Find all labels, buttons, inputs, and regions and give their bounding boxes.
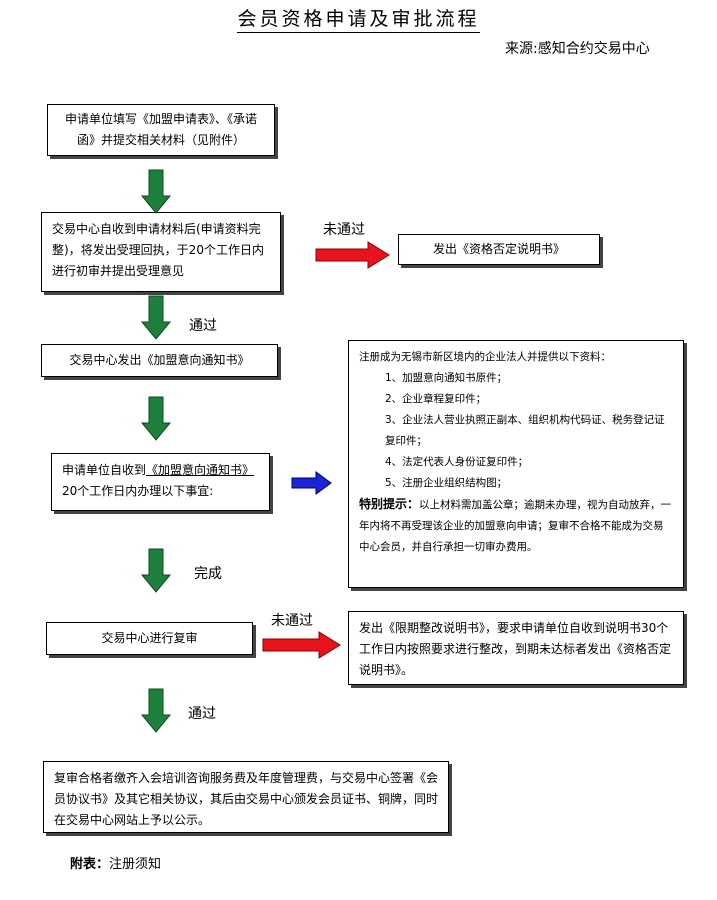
reject-box-1: 发出《资格否定说明书》	[398, 234, 600, 265]
requirement-item: 1、加盟意向通知书原件；	[385, 372, 508, 384]
down-arrow-icon	[140, 396, 172, 441]
fail-label-1: 未通过	[323, 222, 365, 238]
requirements-intro: 注册成为无锡市新区境内的企业法人并提供以下资料：	[359, 351, 611, 363]
right-arrow-icon	[315, 241, 390, 269]
done-label: 完成	[194, 566, 222, 582]
tip-text: 以上材料需加盖公章；逾期未办理，视为自动放弃，一年内将不再受理该企业的加盟意向申…	[359, 499, 672, 553]
footer-note: 附表：注册须知	[70, 853, 161, 872]
step-apply-box: 申请单位填写《加盟申请表》、《承诺函》并提交相关材料（见附件）	[47, 104, 275, 156]
step-initial-review-box: 交易中心自收到申请材料后(申请资料完整)，将发出受理回执，于20个工作日内进行初…	[41, 212, 281, 292]
step-intent-notice-box: 交易中心发出《加盟意向通知书》	[41, 344, 278, 377]
down-arrow-icon	[140, 169, 172, 214]
pass-label-2: 通过	[188, 706, 216, 722]
source-label: 来源:感知合约交易中心	[505, 41, 650, 57]
pass-label-1: 通过	[189, 318, 217, 334]
requirement-item: 4、法定代表人身份证复印件；	[385, 456, 529, 468]
tip-label: 特别提示：	[359, 497, 420, 511]
reject-text-1: 发出《资格否定说明书》	[432, 242, 565, 256]
step-handle-suffix: 20个工作日内办理以下事宜:	[62, 484, 214, 498]
down-arrow-icon	[140, 295, 172, 340]
step-apply-text: 申请单位填写《加盟申请表》、《承诺函》并提交相关材料（见附件）	[64, 112, 257, 147]
step-handle-link: 《加盟意向通知书》	[146, 463, 255, 477]
reject-box-2: 发出《限期整改说明书》，要求申请单位自收到说明书30个工作日内按照要求进行整改，…	[348, 611, 684, 685]
step-final-text: 复审合格者缴齐入会培训咨询服务费及年度管理费，与交易中心签署《会员协议书》及其它…	[54, 771, 439, 827]
requirement-item: 2、企业章程复印件；	[385, 393, 487, 405]
requirement-item: 5、注册企业组织结构图；	[385, 477, 508, 489]
footer-link[interactable]: 注册须知	[109, 857, 162, 872]
step-handle-matters-box: 申请单位自收到《加盟意向通知书》 20个工作日内办理以下事宜:	[51, 453, 270, 511]
down-arrow-icon	[140, 548, 172, 593]
requirement-item: 3、企业法人营业执照正副本、组织机构代码证、税务登记证复印件；	[385, 414, 665, 447]
step-final-box: 复审合格者缴齐入会培训咨询服务费及年度管理费，与交易中心签署《会员协议书》及其它…	[43, 761, 449, 833]
fail-label-2: 未通过	[271, 613, 313, 629]
reject-text-2: 发出《限期整改说明书》，要求申请单位自收到说明书30个工作日内按照要求进行整改，…	[359, 621, 672, 677]
right-arrow-icon	[291, 471, 332, 495]
requirements-box: 注册成为无锡市新区境内的企业法人并提供以下资料： 1、加盟意向通知书原件； 2、…	[348, 340, 684, 588]
right-arrow-icon	[262, 631, 341, 659]
page-title: 会员资格申请及审批流程	[0, 4, 717, 33]
step-second-review-box: 交易中心进行复审	[46, 622, 253, 655]
step-initial-review-text: 交易中心自收到申请材料后(申请资料完整)，将发出受理回执，于20个工作日内进行初…	[52, 222, 264, 278]
step-handle-prefix: 申请单位自收到	[62, 463, 147, 477]
footer-label: 附表：	[70, 857, 110, 872]
step-intent-notice-text: 交易中心发出《加盟意向通知书》	[69, 353, 250, 367]
down-arrow-icon	[140, 688, 172, 733]
step-second-review-text: 交易中心进行复审	[101, 631, 198, 645]
